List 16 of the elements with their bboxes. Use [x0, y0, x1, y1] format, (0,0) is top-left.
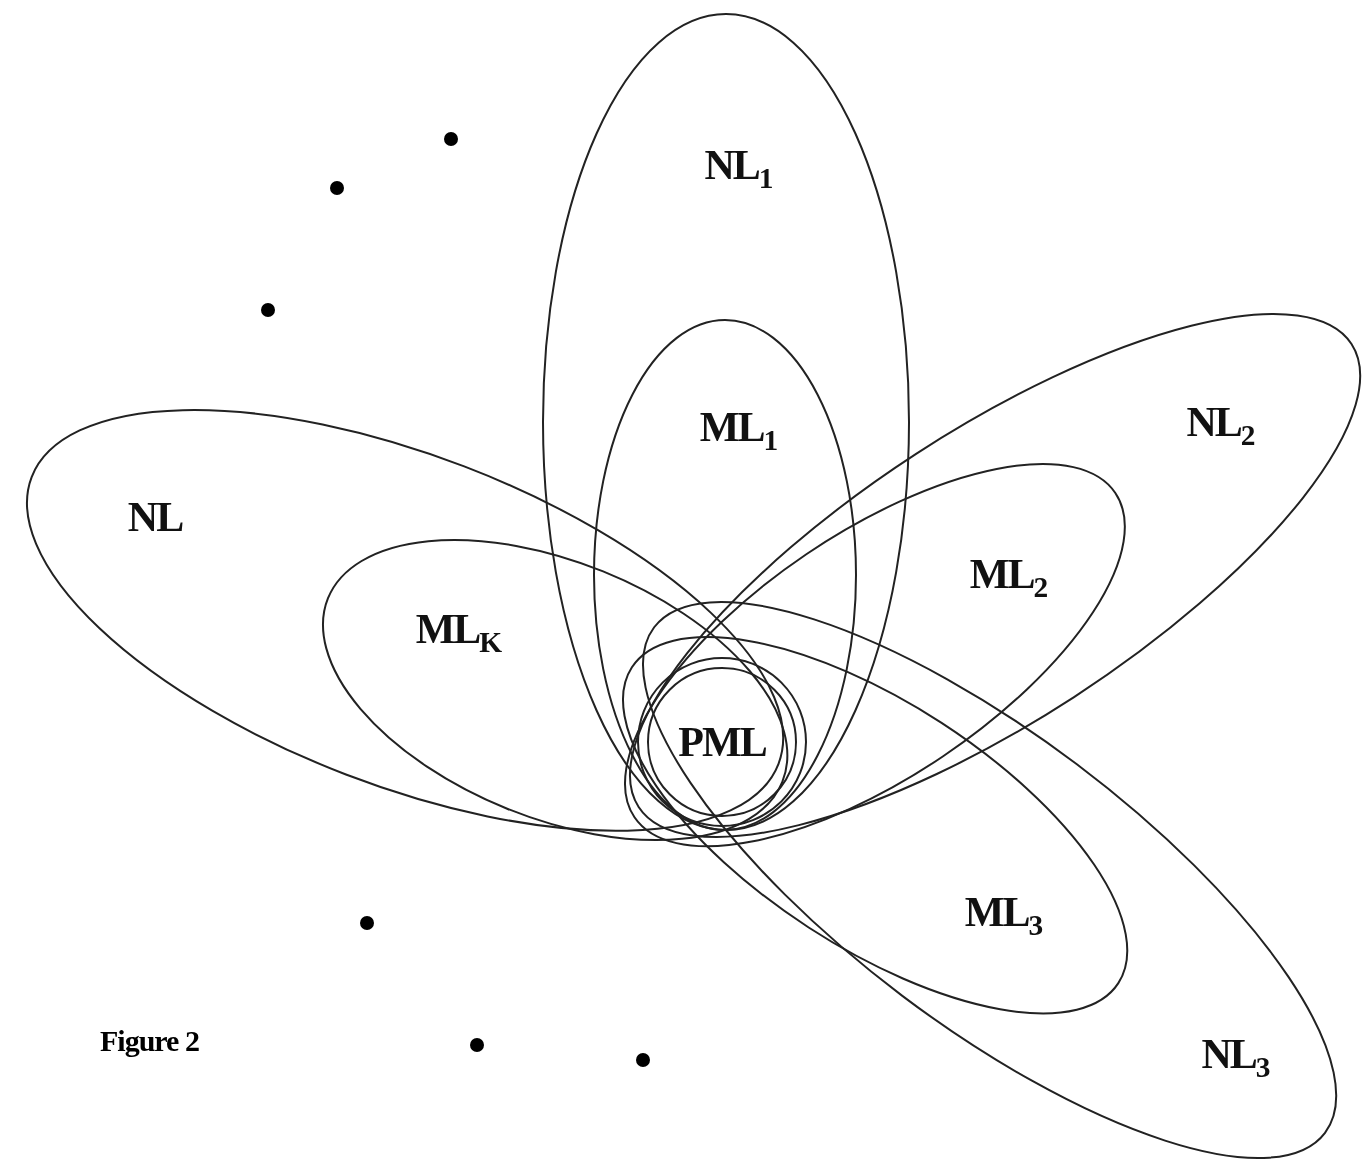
region-label: NL$_{3}$: [1201, 1029, 1269, 1085]
region-label: ML$_{3}$: [964, 887, 1042, 943]
figure-caption: Figure 2: [100, 1024, 199, 1058]
circle-region: [636, 656, 808, 828]
ellipse-region: [594, 320, 856, 830]
region-label: ML$_{1}$: [699, 402, 777, 458]
ellipse-region: [543, 14, 909, 830]
region-label: ML$_{2}$: [969, 549, 1047, 605]
region-label: PML: [678, 718, 766, 766]
region-label: NL$_{1}$: [704, 140, 772, 196]
region-label: NL: [127, 493, 183, 541]
region-label: ML$_{K}$: [415, 604, 501, 660]
ellipse-region: [322, 539, 788, 840]
ellipse-region: [625, 463, 1125, 847]
ellipse-region: [622, 636, 1128, 1014]
region-label: NL$_{2}$: [1186, 397, 1254, 453]
